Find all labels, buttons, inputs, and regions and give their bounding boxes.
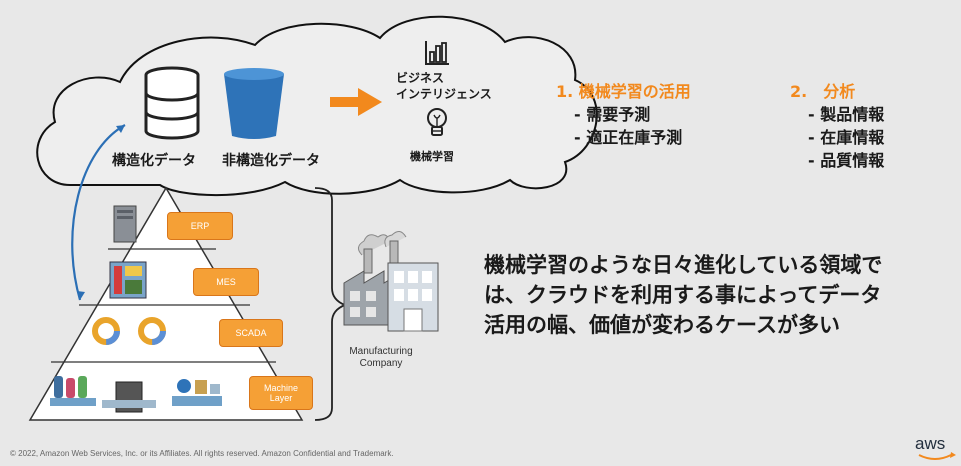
use-case-ml: 1. 機械学習の活用 - 需要予測 - 適正在庫予測 [556, 80, 691, 149]
bi-label-line1: ビジネス [396, 71, 445, 85]
process-cycle-icon [92, 317, 166, 345]
use-case-analysis-title: 2. 分析 [790, 82, 856, 101]
layer-tag-erp: ERP [167, 212, 233, 240]
use-case-analysis: 2. 分析 - 製品情報 - 在庫情報 - 品質情報 [790, 80, 884, 172]
aws-smile-icon [918, 452, 956, 460]
database-icon [144, 66, 200, 140]
layer-tag-mes: MES [193, 268, 259, 296]
bucket-icon [224, 68, 284, 139]
layer-tag-machine: Machine Layer [249, 376, 313, 410]
factory-label-line1: Manufacturing [349, 346, 413, 357]
copyright-text: © 2022, Amazon Web Services, Inc. or its… [10, 449, 394, 458]
layer-tag-machine-line2: Layer [269, 393, 293, 403]
server-icon [113, 205, 137, 243]
structured-data-label: 構造化データ [112, 153, 196, 169]
factory-label-line2: Company [359, 358, 403, 369]
key-message-line3: 活用の幅、価値が変わるケースが多い [484, 313, 840, 337]
use-case-analysis-item: - 品質情報 [808, 151, 885, 170]
factory-icon [343, 231, 439, 332]
key-message-line1: 機械学習のような日々進化している領域で [484, 253, 883, 277]
use-case-ml-item: - 需要予測 [574, 105, 651, 124]
aws-logo-text: aws [915, 434, 946, 453]
layer-tag-machine-line1: Machine [263, 383, 299, 393]
automation-pyramid [28, 186, 304, 421]
aws-logo: aws [915, 434, 959, 464]
use-case-ml-item: - 適正在庫予測 [574, 128, 683, 147]
use-case-analysis-item: - 製品情報 [808, 105, 885, 124]
use-case-ml-title: 1. 機械学習の活用 [556, 82, 691, 101]
machinery-icon [50, 376, 222, 413]
ml-label: 機械学習 [410, 150, 454, 163]
bi-label: ビジネス インテリジェンス [396, 70, 492, 102]
key-message-line2: は、クラウドを利用する事によってデータ [484, 283, 882, 307]
use-case-analysis-item: - 在庫情報 [808, 128, 885, 147]
control-panel-icon [109, 261, 147, 299]
factory-label: Manufacturing Company [346, 346, 416, 370]
key-message: 機械学習のような日々進化している領域で は、クラウドを利用する事によってデータ … [484, 250, 882, 340]
arrow-right-icon [330, 88, 382, 116]
bi-label-line2: インテリジェンス [396, 87, 492, 101]
layer-tag-scada: SCADA [219, 319, 283, 347]
lightbulb-icon [427, 108, 447, 136]
unstructured-data-label: 非構造化データ [222, 153, 320, 169]
bar-chart-icon [425, 41, 449, 65]
